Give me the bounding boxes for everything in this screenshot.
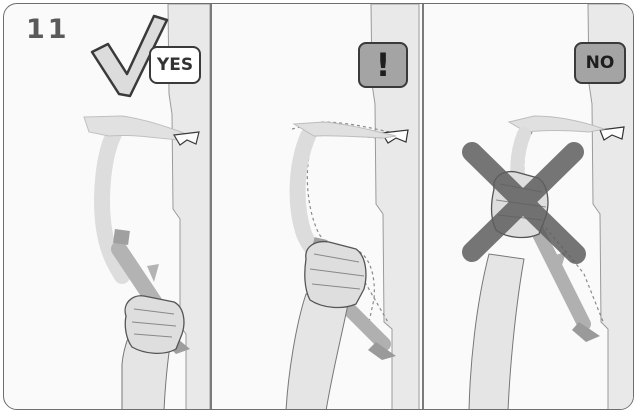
illustration-canvas — [4, 4, 634, 410]
gloved-hand — [125, 296, 184, 354]
panel-divider — [422, 4, 424, 410]
gloved-hand — [305, 242, 366, 308]
climber-arm — [469, 254, 524, 410]
no-badge: NO — [574, 42, 626, 84]
climber-arm — [286, 294, 348, 410]
exclamation-badge: ! — [358, 42, 408, 88]
panel-divider — [210, 4, 212, 410]
yes-badge: YES — [149, 46, 201, 84]
grip-band — [114, 236, 129, 238]
step-number: 11 — [26, 14, 70, 45]
figure-frame: 11 YES ! NO — [3, 3, 634, 410]
